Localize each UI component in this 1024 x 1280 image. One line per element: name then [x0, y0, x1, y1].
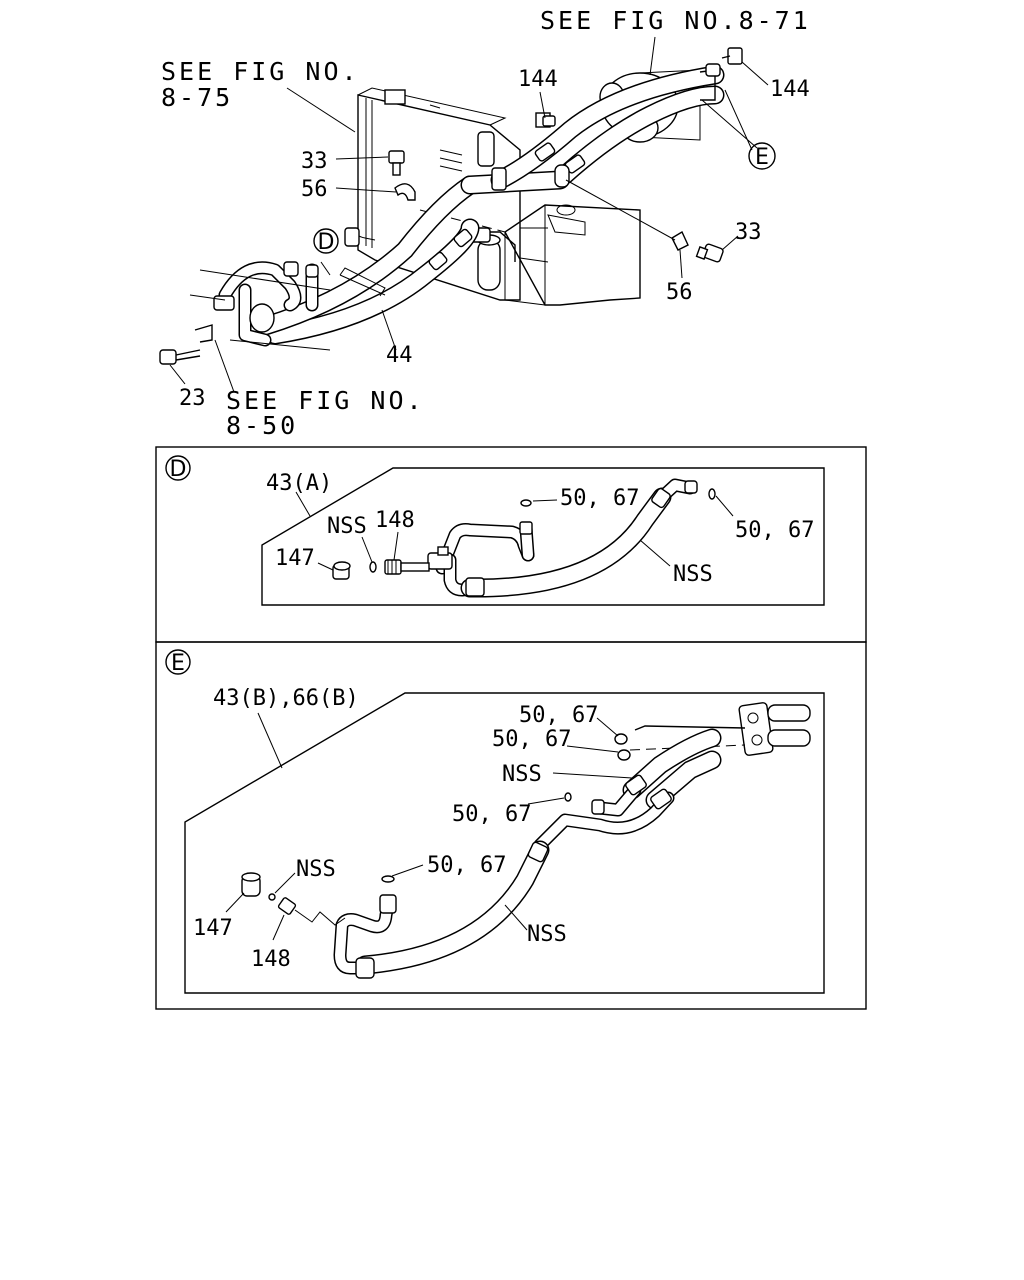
receiver-drier	[469, 227, 516, 291]
detail-d-marker: D	[170, 457, 187, 482]
detail-e-core-nss	[268, 893, 276, 901]
detail-d-label-nss-hose: NSS	[673, 562, 713, 587]
marker-e-top: E	[748, 142, 776, 170]
detail-d-frame	[261, 467, 825, 606]
condenser	[344, 87, 521, 301]
detail-e-label-nss-2: NSS	[296, 857, 336, 882]
bolt-144-right	[721, 47, 743, 65]
ref-fig-8-75-line2: 8-75	[161, 83, 233, 112]
detail-d-valve-148	[384, 559, 430, 575]
bolt-23	[159, 324, 213, 365]
detail-e-label-seal-1: 50, 67	[519, 703, 598, 728]
detail-e-label-148: 148	[251, 947, 291, 972]
top-hoses	[255, 63, 725, 345]
detail-d-label-147: 147	[275, 546, 315, 571]
detail-d-assembly-label: 43(A)	[266, 471, 332, 496]
ref-fig-8-71: SEE FIG NO.8-71	[540, 6, 811, 35]
ref-fig-8-50-line2: 8-50	[226, 411, 298, 440]
detail-e-leaders	[225, 717, 633, 941]
detail-d-seal-mid	[520, 499, 532, 507]
detail-e-panel: E 43(B),66(B)	[155, 641, 867, 1010]
detail-d-seal-right	[708, 488, 716, 500]
detail-e-seal-1	[614, 733, 628, 745]
detail-e-label-seal-3: 50, 67	[452, 802, 531, 827]
detail-d-leaders	[317, 495, 734, 571]
detail-e-marker: E	[171, 651, 185, 676]
marker-d-top-text: D	[318, 230, 335, 255]
detail-e-label-nss-hose: NSS	[527, 922, 567, 947]
detail-d-panel: D 43(A)	[155, 446, 867, 643]
bolt-33-left	[388, 150, 405, 176]
detail-e-cap-147	[241, 872, 261, 897]
ref-fig-8-75-line1: SEE FIG NO.	[161, 57, 360, 86]
engine-block	[504, 204, 641, 306]
clamp-56-right	[671, 230, 689, 251]
marker-d-top: D	[313, 228, 339, 255]
marker-e-top-text: E	[755, 145, 769, 170]
top-assembly: D E SEE FIG NO.8-71 SEE FIG NO. 8-75 144…	[159, 6, 811, 440]
service-valve-assembly	[189, 261, 386, 351]
detail-d-label-148: 148	[375, 508, 415, 533]
callout-44: 44	[386, 343, 413, 368]
detail-d-pipe	[427, 478, 698, 598]
detail-d-core-nss	[369, 561, 377, 573]
callout-33-right: 33	[735, 220, 762, 245]
callout-33-left: 33	[301, 149, 328, 174]
clamp-56-left	[394, 183, 416, 201]
detail-e-valve-148	[277, 897, 346, 926]
detail-e-frame	[184, 692, 825, 994]
detail-e-pipes	[333, 725, 746, 979]
detail-e-seal-2	[617, 749, 631, 761]
top-leader-lines	[169, 36, 769, 393]
callout-56-left: 56	[301, 177, 328, 202]
detail-d-cap-147	[332, 561, 351, 580]
detail-e-label-seal-4: 50, 67	[427, 853, 506, 878]
detail-e-seal-3	[564, 792, 572, 802]
detail-e-label-147: 147	[193, 916, 233, 941]
bolt-33-right	[695, 243, 724, 263]
detail-e-assembly-label: 43(B),66(B)	[213, 686, 359, 711]
detail-e-label-seal-2: 50, 67	[492, 727, 571, 752]
callout-144-right: 144	[770, 77, 810, 102]
callout-56-right: 56	[666, 280, 693, 305]
detail-d-label-seal-mid: 50, 67	[560, 486, 639, 511]
ref-fig-8-50-line1: SEE FIG NO.	[226, 386, 425, 415]
callout-144-left: 144	[518, 67, 558, 92]
bolt-144-left	[535, 112, 556, 128]
detail-e-label-nss-1: NSS	[502, 762, 542, 787]
detail-e-manifold	[738, 702, 811, 756]
detail-d-label-nss: NSS	[327, 514, 367, 539]
callout-23: 23	[179, 386, 206, 411]
detail-d-label-seal-right: 50, 67	[735, 518, 814, 543]
